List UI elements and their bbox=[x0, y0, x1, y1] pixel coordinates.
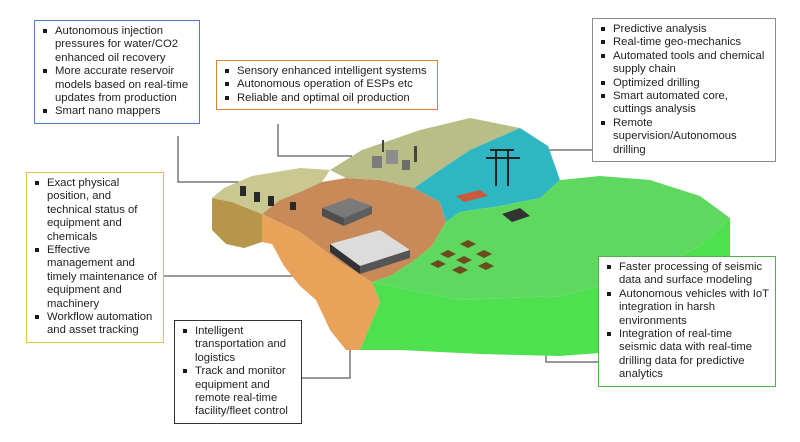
callout-item: Exact physical position, and technical s… bbox=[33, 177, 157, 244]
boat bbox=[456, 190, 488, 202]
callout-logistics: Intelligent transportation and logistics… bbox=[174, 320, 302, 424]
drilling-rig bbox=[486, 149, 520, 186]
equipment bbox=[240, 140, 530, 274]
callout-item: Predictive analysis bbox=[599, 23, 769, 36]
truck bbox=[330, 230, 410, 274]
connector-top-center bbox=[277, 124, 352, 157]
callout-reservoir: Autonomous injection pressures for water… bbox=[34, 20, 200, 124]
callout-seismic: Faster processing of seismic data and su… bbox=[598, 256, 776, 387]
seismic-vehicle bbox=[502, 208, 530, 222]
processing-zone bbox=[330, 118, 520, 188]
callout-item: Integration of real-time seismic data wi… bbox=[605, 328, 769, 382]
connector-top-left bbox=[177, 136, 262, 183]
reservoir-zone bbox=[212, 168, 330, 214]
callout-item: Smart automated core, cuttings analysis bbox=[599, 90, 769, 117]
callout-production: Sensory enhanced intelligent systems Aut… bbox=[216, 60, 438, 111]
seismic-sensors bbox=[430, 240, 494, 274]
callout-item: Sensory enhanced intelligent systems bbox=[223, 65, 431, 78]
callout-item: Workflow automation and asset tracking bbox=[33, 311, 157, 338]
callout-drilling: Predictive analysis Real-time geo-mechan… bbox=[592, 18, 776, 163]
processing-plant bbox=[372, 140, 417, 170]
callout-equipment: Exact physical position, and technical s… bbox=[26, 172, 164, 343]
callout-item: Smart nano mappers bbox=[41, 105, 193, 118]
callout-item: Intelligent transportation and logistics bbox=[181, 325, 295, 365]
callout-item: Automated tools and chemical supply chai… bbox=[599, 50, 769, 77]
callout-item: More accurate reservoir models based on … bbox=[41, 65, 193, 105]
callout-item: Track and monitor equipment and remote r… bbox=[181, 365, 295, 419]
production-cliff bbox=[262, 214, 380, 350]
callout-item: Real-time geo-mechanics bbox=[599, 36, 769, 49]
callout-item: Autonomous vehicles with IoT integration… bbox=[605, 288, 769, 328]
callout-item: Faster processing of seismic data and su… bbox=[605, 261, 769, 288]
drilling-zone bbox=[414, 128, 560, 222]
callout-item: Remote supervision/Autonomous drilling bbox=[599, 117, 769, 157]
callout-item: Optimized drilling bbox=[599, 77, 769, 90]
callout-item: Autonomous injection pressures for water… bbox=[41, 25, 193, 65]
callout-item: Effective management and timely maintena… bbox=[33, 244, 157, 311]
callout-item: Reliable and optimal oil production bbox=[223, 92, 431, 105]
callout-item: Autonomous operation of ESPs etc bbox=[223, 78, 431, 91]
underground-left bbox=[212, 198, 262, 248]
warehouse bbox=[322, 198, 372, 226]
pumpjacks bbox=[240, 186, 296, 210]
